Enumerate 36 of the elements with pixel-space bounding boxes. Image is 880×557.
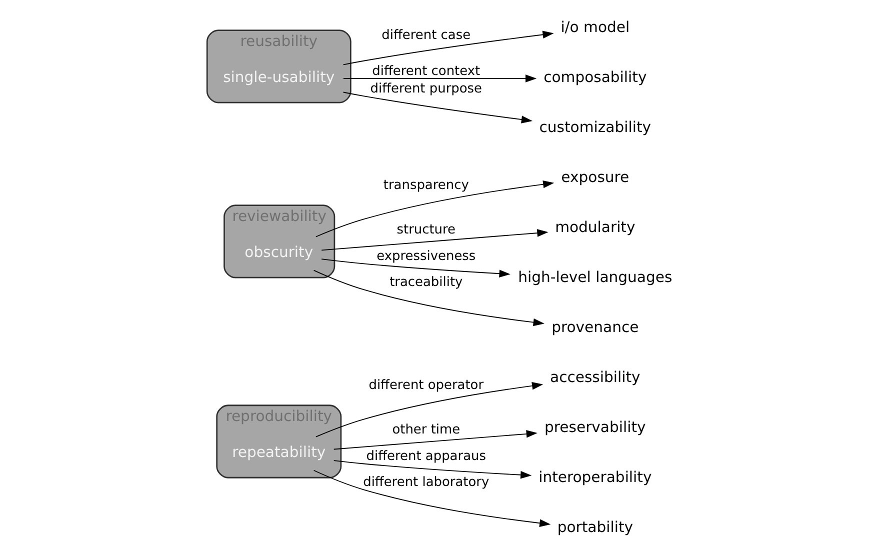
arrow	[320, 229, 548, 251]
arrow	[314, 180, 554, 238]
node-text: customizability	[538, 118, 651, 136]
node-text: exposure	[560, 168, 629, 186]
arrow	[314, 382, 543, 438]
node-text: composability	[543, 68, 646, 86]
edge-label: different laboratory	[362, 475, 489, 490]
arrow	[342, 30, 554, 66]
node-text: preservability	[544, 419, 646, 436]
node-text: portability	[556, 519, 633, 536]
node-text: accessibility	[550, 369, 640, 386]
node-text: modularity	[554, 219, 635, 236]
arrow	[332, 430, 537, 450]
edge-label: different apparaus	[366, 449, 486, 464]
edge-label: different purpose	[370, 82, 482, 97]
edge-label: different context	[372, 64, 480, 79]
edge-label: different operator	[368, 378, 484, 393]
arrow	[342, 74, 536, 82]
node-text: repeatability	[232, 444, 326, 462]
edge-label: other time	[392, 422, 460, 438]
node-text: single-usability	[222, 68, 334, 86]
arrow	[312, 470, 550, 527]
node-text: obscurity	[244, 244, 313, 262]
node-text: i/o model	[560, 18, 630, 36]
edge-label: traceability	[389, 275, 462, 290]
edge-label: different case	[381, 28, 470, 43]
edge-label: expressiveness	[376, 249, 476, 264]
arrow	[312, 270, 544, 326]
arrow	[332, 460, 532, 479]
edge-label: transparency	[382, 178, 468, 193]
arrow	[342, 92, 532, 124]
edge-label: structure	[396, 222, 456, 238]
node-text: provenance	[551, 319, 638, 336]
node-text: high-level languages	[518, 269, 672, 286]
node-text: interoperability	[538, 469, 652, 486]
arrow	[320, 258, 510, 278]
